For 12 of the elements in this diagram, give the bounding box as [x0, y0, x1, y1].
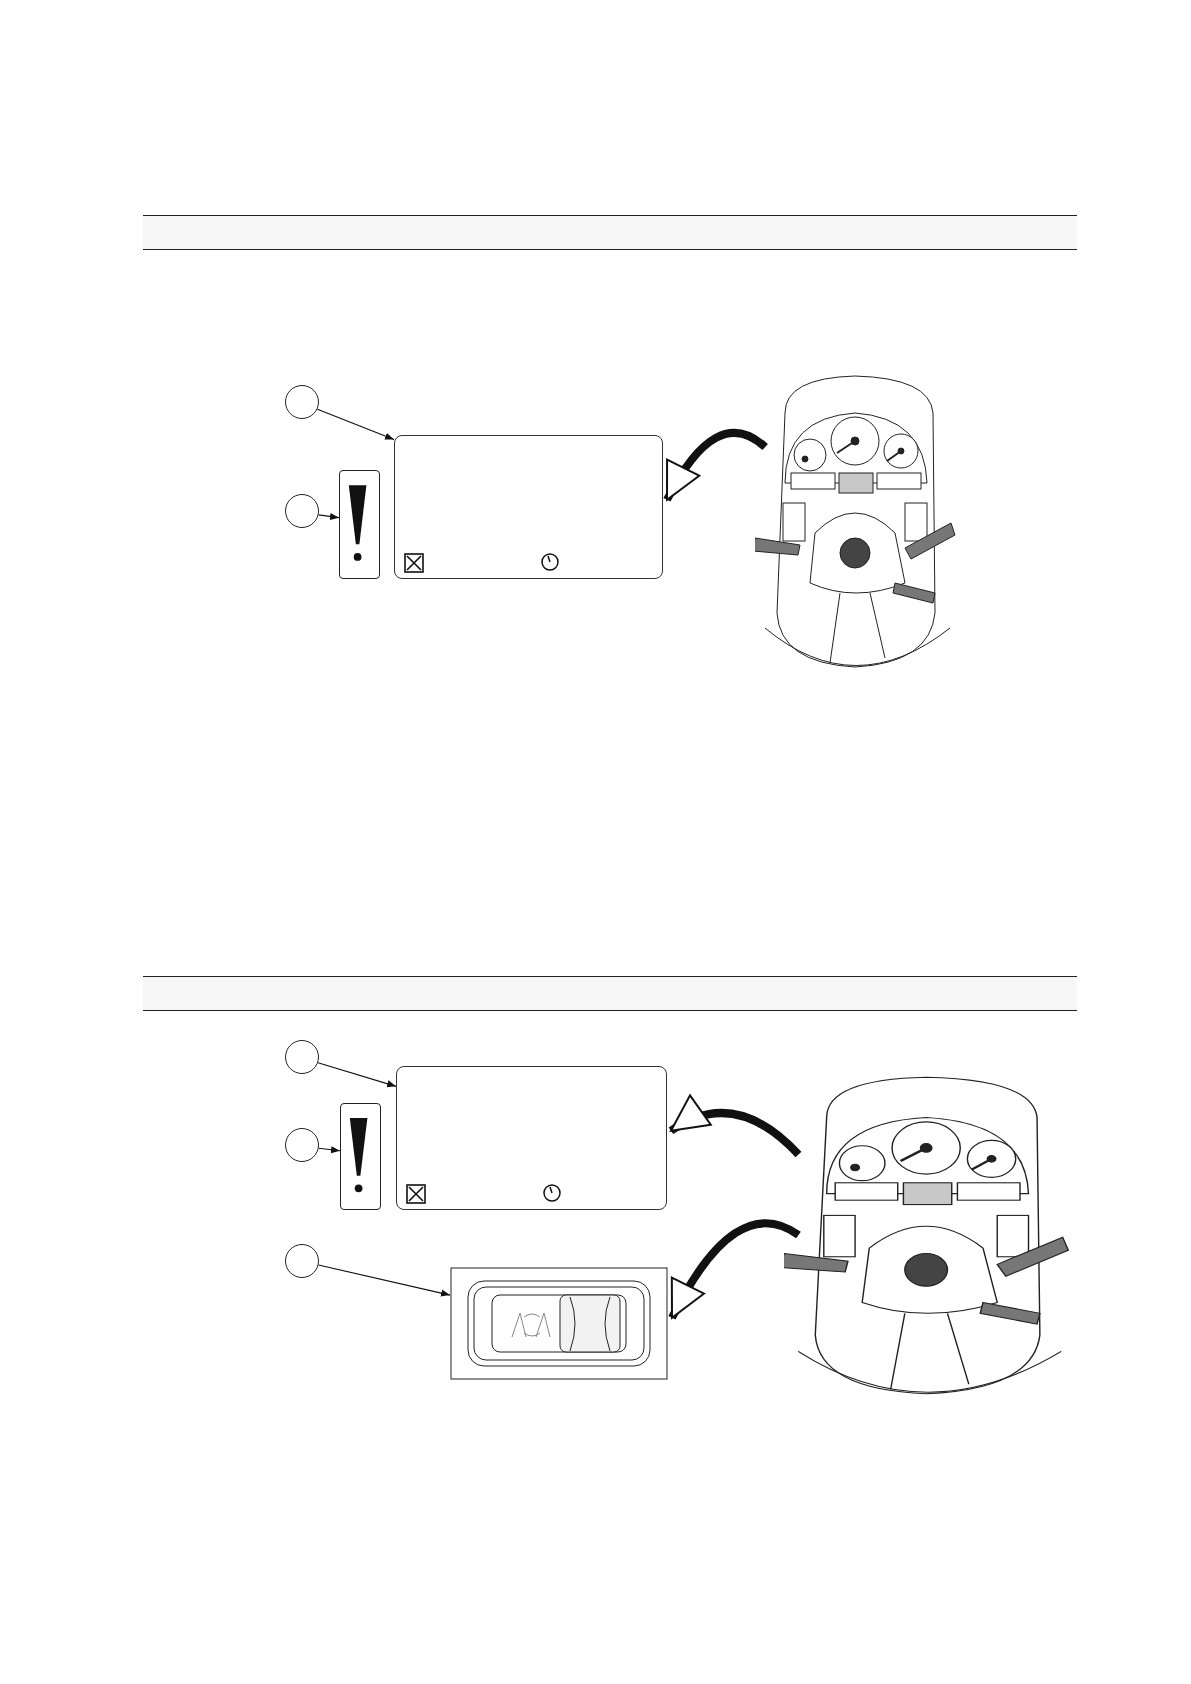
warning-sign-drawing — [340, 1103, 381, 1210]
warning-sign-drawing — [339, 470, 380, 579]
leader-line — [317, 1264, 451, 1297]
leader-line — [317, 1062, 397, 1088]
leader-line — [316, 408, 395, 441]
leader-line — [318, 512, 340, 520]
dashboard-drawing — [755, 373, 959, 669]
leader-line — [318, 1146, 341, 1154]
rocker-switch-drawing — [450, 1267, 668, 1380]
display-panel — [394, 435, 663, 579]
curved-arrow — [668, 1095, 802, 1158]
display-panel — [396, 1066, 667, 1210]
